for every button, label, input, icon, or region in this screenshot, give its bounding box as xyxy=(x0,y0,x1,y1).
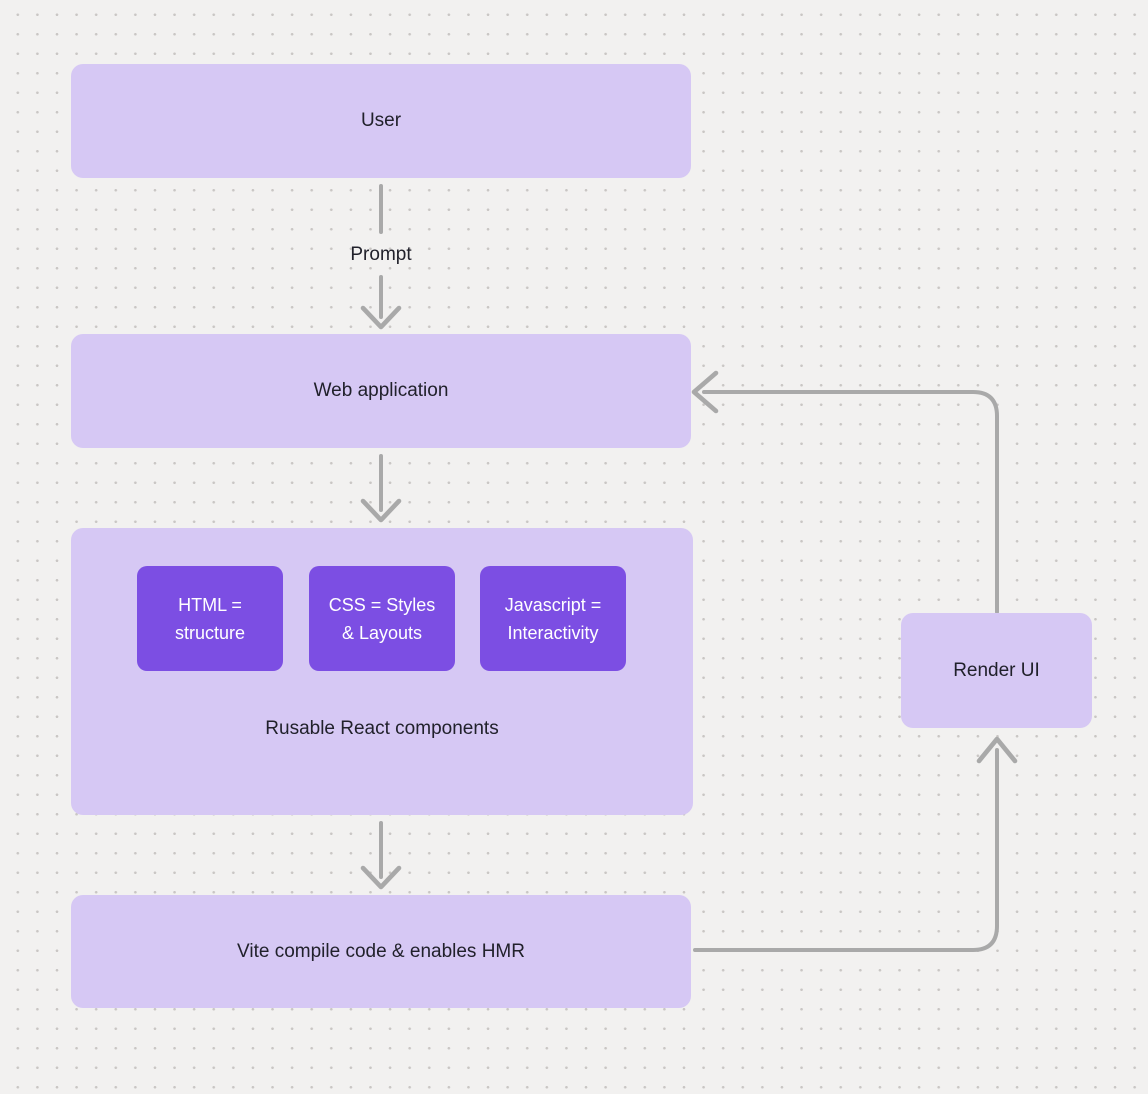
arrowhead-down-icon xyxy=(360,498,402,523)
edge-render-ui-to-web xyxy=(691,370,999,614)
edge-vite-to-render-ui xyxy=(693,736,1018,952)
arrowhead-up-icon xyxy=(976,736,1018,764)
node-user-label: User xyxy=(360,110,402,131)
arrowhead-down-icon xyxy=(360,865,402,890)
node-render-ui-label: Render UI xyxy=(953,659,1040,681)
chip-css: CSS = Styles & Layouts xyxy=(309,566,455,671)
edge-prompt-label: Prompt xyxy=(350,244,412,265)
edge-web-to-components xyxy=(360,454,402,523)
chip-javascript: Javascript = Interactivity xyxy=(480,566,626,671)
arrowhead-down-icon xyxy=(360,305,402,330)
node-render-ui: Render UI xyxy=(901,613,1092,728)
node-vite: Vite compile code & enables HMR xyxy=(71,895,691,1008)
node-components-group: HTML = structure CSS = Styles & Layouts … xyxy=(71,528,693,815)
edge-components-to-vite xyxy=(360,821,402,890)
node-web-application-label: Web application xyxy=(313,380,449,401)
chip-html-label: HTML = structure xyxy=(174,594,246,643)
chip-javascript-label: Javascript = Interactivity xyxy=(504,594,602,643)
chip-html: HTML = structure xyxy=(137,566,283,671)
node-web-application: Web application xyxy=(71,334,691,448)
node-vite-label: Vite compile code & enables HMR xyxy=(237,940,525,962)
chip-css-label: CSS = Styles & Layouts xyxy=(328,594,436,643)
node-user: User xyxy=(71,64,691,178)
arrowhead-left-icon xyxy=(691,370,719,414)
components-caption: Rusable React components xyxy=(265,718,499,739)
